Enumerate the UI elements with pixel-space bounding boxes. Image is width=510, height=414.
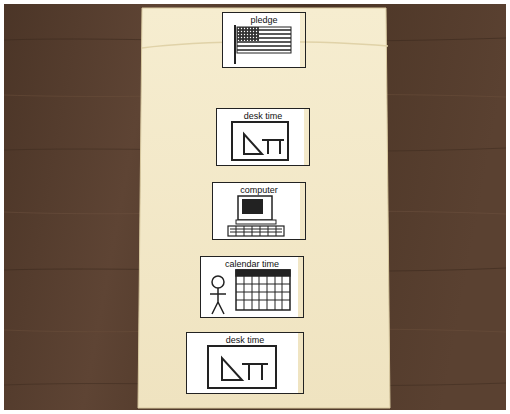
manila-folder bbox=[138, 8, 390, 408]
card-label: pledge bbox=[223, 13, 305, 25]
computer-icon bbox=[228, 196, 284, 236]
picture-card: computer bbox=[212, 182, 306, 240]
picture-card: desk time bbox=[216, 108, 310, 166]
wood-table bbox=[4, 4, 506, 410]
flag-icon bbox=[235, 25, 291, 64]
card-label: computer bbox=[213, 183, 305, 195]
picture-card: pledge bbox=[222, 12, 306, 68]
picture-card: calendar time bbox=[200, 256, 304, 318]
card-label: calendar time bbox=[201, 257, 303, 269]
calendar-icon bbox=[210, 270, 290, 314]
desk-icon bbox=[232, 122, 288, 160]
desk-icon bbox=[208, 346, 276, 388]
card-label: desk time bbox=[217, 109, 309, 121]
card-label: desk time bbox=[187, 333, 303, 345]
card-faces bbox=[186, 12, 304, 394]
picture-card: desk time bbox=[186, 332, 304, 394]
